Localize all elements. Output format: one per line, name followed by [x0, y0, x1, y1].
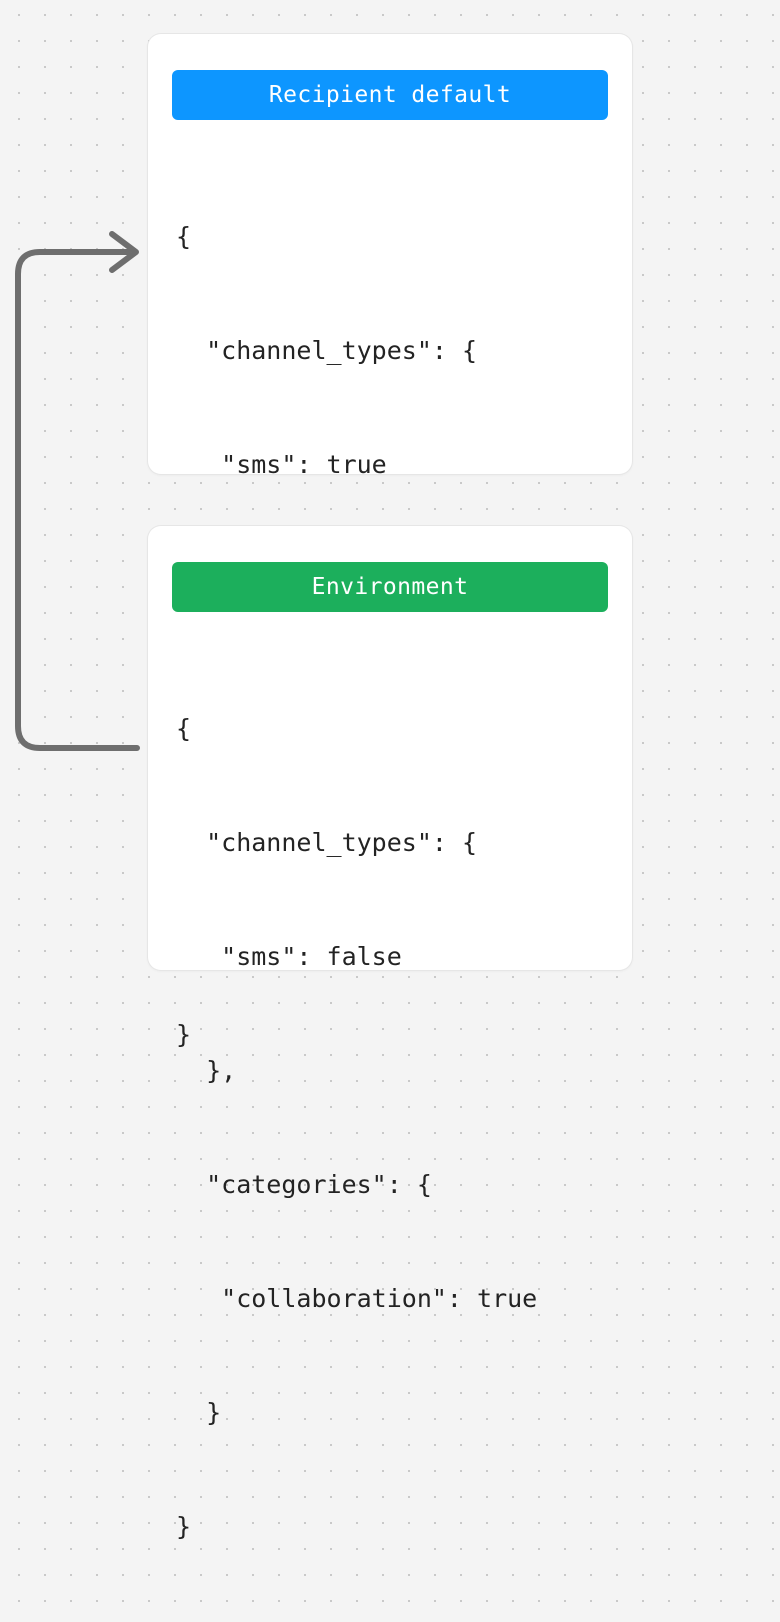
card-header-environment: Environment: [172, 562, 608, 612]
code-line: "collaboration": true: [176, 1284, 538, 1313]
code-line: {: [176, 222, 192, 251]
code-block-environment: { "channel_types": { "sms": false }, "ca…: [148, 634, 632, 1622]
code-line: {: [176, 714, 192, 743]
card-title-recipient-default: Recipient default: [268, 82, 512, 108]
card-header-recipient-default: Recipient default: [172, 70, 608, 120]
code-line: }: [176, 1512, 192, 1541]
override-arrow-icon: [15, 231, 140, 751]
code-line: "sms": false: [176, 942, 402, 971]
card-environment[interactable]: Environment { "channel_types": { "sms": …: [148, 526, 632, 1541]
code-line: "categories": {: [176, 1170, 432, 1199]
code-line: }: [176, 1398, 222, 1427]
diagram-canvas: Recipient default { "channel_types": { "…: [15, 34, 632, 1541]
card-title-environment: Environment: [311, 574, 469, 600]
code-line: },: [176, 1056, 237, 1085]
code-line: "sms": true: [176, 450, 387, 479]
code-line: "channel_types": {: [176, 336, 478, 365]
code-line: "channel_types": {: [176, 828, 478, 857]
card-recipient-default[interactable]: Recipient default { "channel_types": { "…: [148, 34, 632, 1049]
